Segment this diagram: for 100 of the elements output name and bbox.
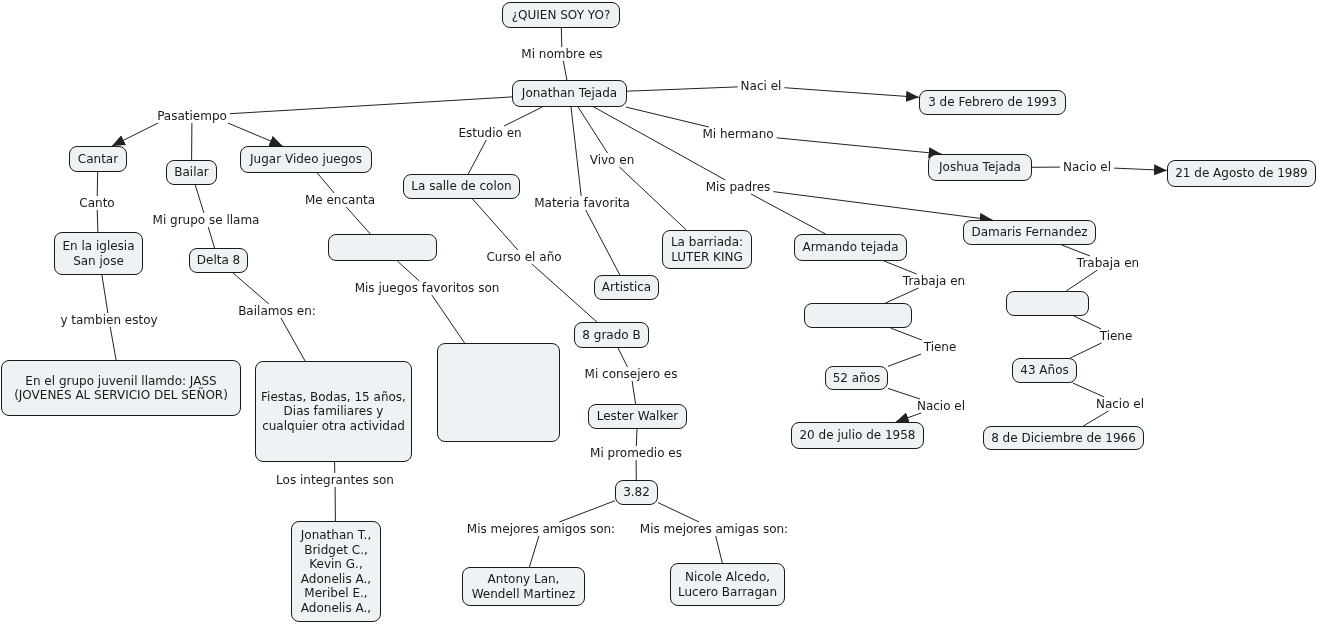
connector-line — [396, 260, 420, 282]
concept-text: Delta 8 — [196, 253, 241, 268]
concept-text: 3.82 — [623, 485, 650, 500]
connector-line — [1031, 166, 1061, 168]
concept-text: En el grupo juvenil llamdo: JASS (JOVENES AL SERVICIO DEL SEÑOR) — [13, 373, 229, 403]
connector-line — [207, 226, 216, 249]
concept-box — [928, 154, 1032, 181]
concept-box — [403, 174, 520, 199]
concept-box — [462, 567, 585, 606]
concept-text: Bailar — [174, 165, 209, 180]
connector-arrow — [111, 122, 159, 147]
concept-box — [189, 248, 248, 273]
connector-line — [631, 380, 637, 405]
concept-text: Cantar — [77, 151, 119, 167]
concept-box — [1, 360, 241, 416]
connector-line — [531, 263, 598, 323]
connector-line — [194, 184, 205, 214]
linking-phrase: Naci el — [737, 79, 785, 93]
linking-phrase: Mi promedio es — [587, 446, 685, 460]
concept-text: ¿QUIEN SOY YO? — [511, 7, 611, 23]
concept-text: Armando tejada — [802, 240, 899, 255]
connector-line — [617, 347, 628, 368]
connector-line — [191, 122, 193, 161]
connector-line — [109, 326, 117, 361]
concept-text: 20 de julio de 1958 — [799, 428, 916, 443]
connector-line — [635, 459, 637, 481]
connector-line — [280, 317, 306, 362]
concept-box — [1167, 160, 1316, 187]
linking-phrase: Mi hermano — [699, 127, 777, 141]
concept-text: Artistica — [601, 280, 652, 295]
connector-line — [887, 387, 921, 400]
linking-phrase: Me encanta — [301, 193, 379, 207]
concept-text: La salle de colon — [411, 179, 512, 194]
connector-line — [715, 535, 723, 564]
connector-line — [1061, 244, 1091, 257]
linking-phrase: Mi consejero es — [581, 367, 681, 381]
connector-line — [503, 106, 543, 127]
connector-line — [232, 272, 270, 305]
concept-text: 8 de Diciembre de 1966 — [991, 430, 1136, 446]
concept-box — [662, 230, 752, 269]
concept-text: En la iglesia San jose — [61, 239, 136, 268]
linking-phrase: Pasatiempo — [154, 109, 230, 123]
connector-line — [887, 353, 922, 367]
connector-line — [467, 139, 487, 175]
connector-arrow — [227, 122, 283, 147]
linking-phrase: Canto — [76, 196, 118, 210]
linking-phrase: Curso el año — [483, 250, 565, 264]
concept-box — [255, 361, 412, 462]
connector-line — [334, 486, 336, 522]
concept-box — [574, 322, 649, 348]
linking-phrase: Estudio en — [455, 126, 525, 140]
connector-line — [883, 260, 918, 275]
linking-phrase: Trabaja en — [899, 274, 969, 288]
concept-text: Jonathan T., Bridget C., Kevin G., Adonelis A., Meribel E., Adonelis A., — [299, 528, 373, 615]
connector-line — [635, 428, 638, 447]
connector-line — [593, 106, 726, 181]
linking-phrase: Mis mejores amigos son: — [463, 522, 619, 536]
concept-box — [919, 90, 1066, 115]
linking-phrase: Tiene — [920, 340, 960, 354]
linking-phrase: Nacio el — [1092, 397, 1148, 411]
empty-concept-box — [1006, 291, 1089, 316]
concept-text: 43 Años — [1020, 363, 1069, 378]
linking-phrase: Los integrantes son — [273, 473, 397, 487]
connector-line — [101, 274, 109, 314]
concept-text: Joshua Tejada — [939, 160, 1021, 175]
concept-text: 21 de Agosto de 1989 — [1175, 166, 1308, 181]
linking-phrase: Vivo en — [586, 153, 638, 167]
connector-line — [345, 206, 371, 235]
concept-box — [69, 146, 127, 172]
connector-line — [528, 535, 540, 568]
linking-phrase: Mi nombre es — [518, 47, 606, 61]
concept-box — [594, 275, 659, 300]
connector-arrow — [783, 87, 920, 102]
empty-concept-box — [804, 303, 912, 328]
concept-box — [983, 426, 1144, 450]
connector-line — [657, 502, 700, 523]
connector-line — [316, 172, 335, 194]
connector-arrow — [1113, 164, 1168, 176]
linking-phrase: Tiene — [1096, 329, 1136, 343]
concept-text: Damaris Fernandez — [971, 225, 1088, 240]
concept-box — [615, 480, 658, 505]
connector-line — [625, 106, 710, 128]
empty-concept-box — [328, 234, 437, 261]
concept-box — [670, 563, 785, 606]
concept-text: Nicole Alcedo, Lucero Barragan — [676, 570, 779, 599]
concept-text: Jonathan Tejada — [521, 86, 618, 101]
linking-phrase: Trabaja en — [1073, 256, 1143, 270]
connector-line — [558, 500, 616, 523]
linking-phrase: Nacio el — [913, 399, 969, 413]
empty-concept-box — [437, 343, 560, 442]
connector-line — [1073, 315, 1102, 330]
concept-box — [240, 146, 372, 173]
connector-line — [1082, 410, 1109, 427]
connector-line — [562, 60, 568, 81]
concept-text: La barriada: LUTER KING — [669, 235, 745, 264]
concept-box — [588, 404, 687, 429]
concept-box — [963, 220, 1096, 245]
linking-phrase: Mis padres — [702, 180, 774, 194]
connector-line — [96, 171, 99, 197]
linking-phrase: Nacio el — [1059, 160, 1115, 174]
